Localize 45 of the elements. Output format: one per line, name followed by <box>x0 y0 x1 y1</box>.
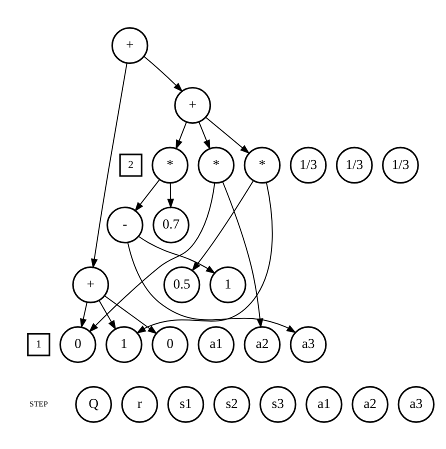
node-circle: 1/3 <box>290 146 327 184</box>
arrow <box>167 182 174 208</box>
node-circle: a2 <box>352 386 388 422</box>
arrow <box>198 121 210 150</box>
node-circle: * <box>198 146 235 184</box>
node-box: 1 <box>27 332 50 356</box>
arrow <box>205 116 250 154</box>
arrow <box>98 299 116 330</box>
node-circle: 0.7 <box>152 206 190 243</box>
node-circle: * <box>244 146 281 184</box>
node-circle: r <box>121 386 158 422</box>
node-box: 2 <box>119 153 142 176</box>
arrow <box>176 121 187 150</box>
arrow <box>90 62 128 268</box>
node-circle: * <box>152 146 188 184</box>
node-circle: + <box>72 266 110 303</box>
arrow <box>192 180 254 271</box>
node-circle: s3 <box>259 386 296 422</box>
node-circle: a1 <box>198 326 235 363</box>
node-circle: + <box>111 26 148 64</box>
arrow <box>143 55 183 92</box>
node-circle: 1 <box>106 326 142 363</box>
arrow <box>88 182 216 332</box>
arrow <box>136 182 273 334</box>
node-circle: s1 <box>167 386 204 422</box>
arrow <box>80 301 88 328</box>
node-circle: a1 <box>306 386 342 422</box>
node-circle: - <box>106 206 144 243</box>
arrow <box>134 178 160 212</box>
node-circle: 1/3 <box>336 146 373 184</box>
label: STEP <box>30 398 48 408</box>
node-circle: 0 <box>59 326 96 363</box>
node-circle: a2 <box>244 326 281 363</box>
node-circle: + <box>174 86 212 124</box>
arrow <box>127 241 296 333</box>
node-circle: 0.5 <box>163 266 200 303</box>
node-circle: a3 <box>290 326 327 363</box>
node-circle: s2 <box>213 386 250 422</box>
node-circle: 1 <box>209 266 246 303</box>
node-circle: a3 <box>398 386 435 422</box>
node-circle: Q <box>75 386 112 422</box>
arrow <box>138 235 216 274</box>
node-circle: 1/3 <box>382 146 419 184</box>
arrow <box>104 294 158 334</box>
node-circle: 0 <box>152 326 188 363</box>
